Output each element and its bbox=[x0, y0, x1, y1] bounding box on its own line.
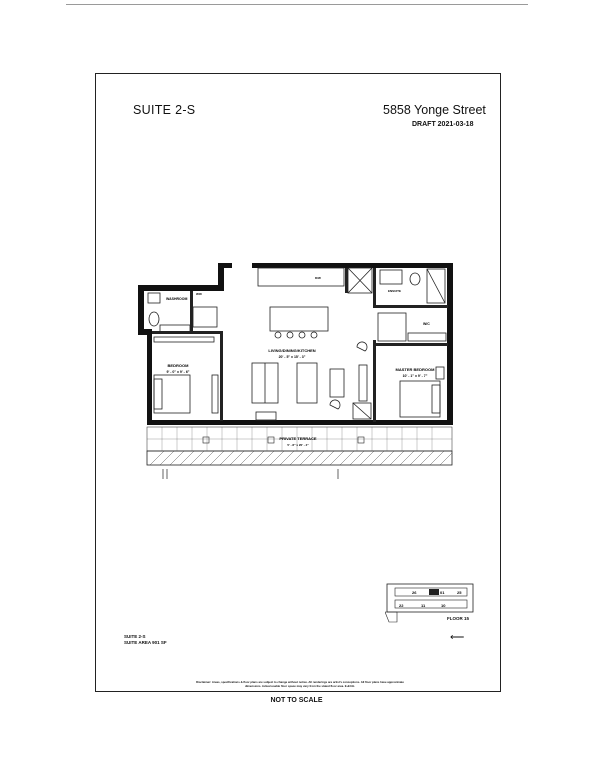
master-bedroom-label: MASTER BEDROOM bbox=[396, 367, 436, 372]
kitchen-fixtures bbox=[257, 267, 373, 339]
exterior-walls bbox=[138, 263, 453, 425]
footer-suite: SUITE 2-S bbox=[124, 634, 146, 639]
dishwasher-label: D/W bbox=[315, 276, 321, 280]
wic-label: W/C bbox=[423, 322, 430, 326]
terrace-drains bbox=[202, 436, 365, 444]
page-frame bbox=[95, 73, 501, 692]
keyplan-unit-top-3: 25 bbox=[457, 590, 462, 595]
ensuite-fixtures bbox=[379, 268, 446, 304]
master-bedroom-dims: 10' - 1" x 9' - 7" bbox=[403, 374, 428, 378]
ensuite-label: ENSUITE bbox=[388, 289, 401, 293]
terrace-railing-hatch bbox=[149, 450, 453, 466]
suite-title: SUITE 2-S bbox=[133, 103, 196, 117]
closet-rails bbox=[377, 312, 447, 342]
interior-walls bbox=[152, 268, 448, 422]
living-label: LIVING/DINING/KITCHEN bbox=[268, 348, 315, 353]
footer-suite-area: SUITE AREA 901 SF bbox=[124, 640, 167, 645]
key-plan: 26 01 25 22 11 10 bbox=[385, 583, 474, 623]
scan-edge-line bbox=[66, 4, 528, 5]
address-title: 5858 Yonge Street bbox=[383, 103, 486, 117]
not-to-scale: NOT TO SCALE bbox=[270, 697, 323, 704]
bedroom-dims: 9' - 0" x 9' - 6" bbox=[167, 370, 190, 374]
bedroom-furniture bbox=[153, 336, 219, 414]
disclaimer: Disclaimer: Areas, specifications & floo… bbox=[196, 680, 404, 688]
draft-date: DRAFT 2021-03-18 bbox=[412, 121, 474, 128]
keyplan-unit-bottom-2: 11 bbox=[421, 603, 426, 608]
master-furniture bbox=[352, 366, 445, 420]
keyplan-unit-bottom-1: 22 bbox=[399, 603, 404, 608]
floor-plan: WASHROOM W/D BEDROOM 9' - 0" x 9' - 6" D… bbox=[138, 263, 453, 479]
living-dims: 20' - 5" x 15' - 3" bbox=[279, 355, 306, 359]
keyplan-unit-top-1: 26 bbox=[412, 590, 417, 595]
floor-label: FLOOR 15 bbox=[447, 616, 470, 621]
washroom-label: WASHROOM bbox=[166, 297, 187, 301]
bedroom-label: BEDROOM bbox=[168, 363, 190, 368]
washroom-fixtures bbox=[147, 292, 218, 334]
structure-arrows bbox=[162, 469, 339, 479]
terrace-label: PRIVATE TERRACE bbox=[279, 436, 317, 441]
living-furniture bbox=[251, 341, 368, 421]
terrace-grid bbox=[147, 427, 452, 451]
keyplan-unit-top-2: 01 bbox=[440, 590, 445, 595]
terrace-dims: 5' - 8" x 20' - 4" bbox=[287, 443, 309, 447]
laundry-label: W/D bbox=[196, 292, 203, 296]
keyplan-unit-bottom-3: 10 bbox=[441, 603, 446, 608]
north-arrow-icon: ⟵ bbox=[450, 632, 465, 643]
